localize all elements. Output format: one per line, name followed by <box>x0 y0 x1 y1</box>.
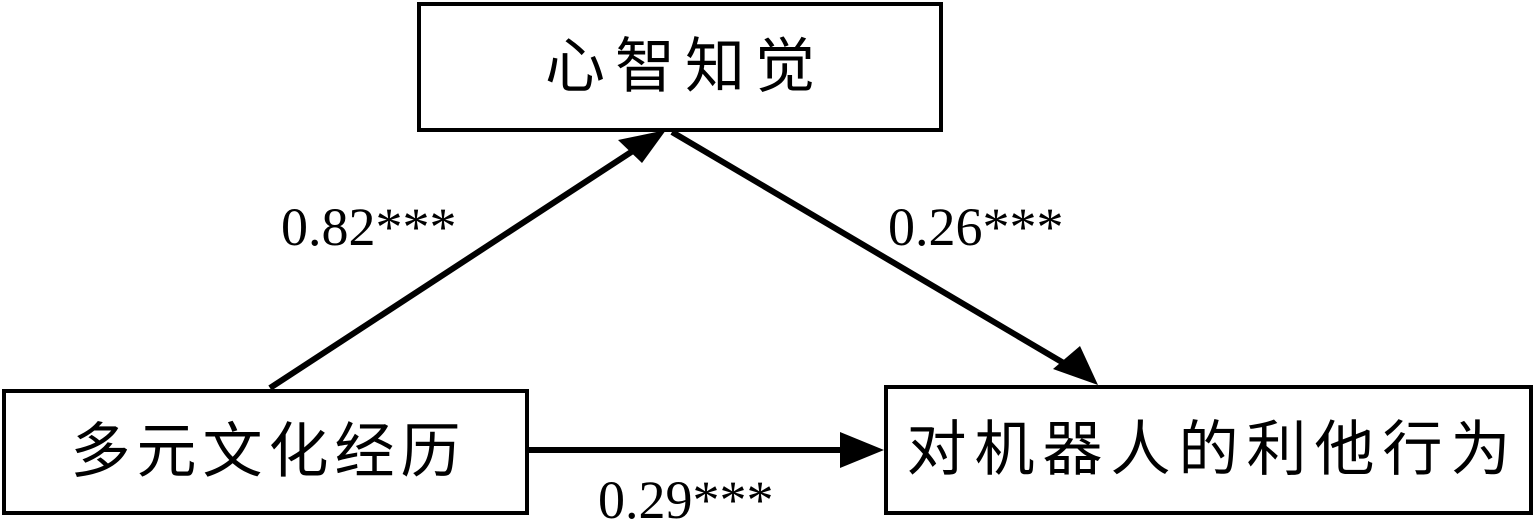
edge-c-path-arrowhead-icon <box>840 432 884 468</box>
node-multicultural-experience-label: 多元文化经历 <box>70 417 467 487</box>
edge-b-path-arrowhead-icon <box>1053 346 1098 385</box>
node-altruistic-behavior: 对机器人的利他行为 <box>884 385 1533 515</box>
edge-a-path-arrowhead-icon <box>618 130 666 163</box>
edge-b-path-coefficient-label: 0.26*** <box>888 197 1064 257</box>
edge-c-path <box>529 432 884 468</box>
edge-a-path <box>268 130 666 391</box>
edge-b-path <box>670 129 1098 385</box>
node-mind-perception-label: 心智知觉 <box>545 32 825 102</box>
node-multicultural-experience: 多元文化经历 <box>2 389 529 515</box>
node-altruistic-behavior-label: 对机器人的利他行为 <box>906 415 1519 485</box>
edge-c-path-coefficient-label: 0.29*** <box>598 470 774 527</box>
edge-b-path-line <box>670 129 1074 371</box>
edge-a-path-line <box>268 140 647 391</box>
edge-a-path-coefficient-label: 0.82*** <box>281 197 457 257</box>
node-mind-perception: 心智知觉 <box>417 2 943 132</box>
